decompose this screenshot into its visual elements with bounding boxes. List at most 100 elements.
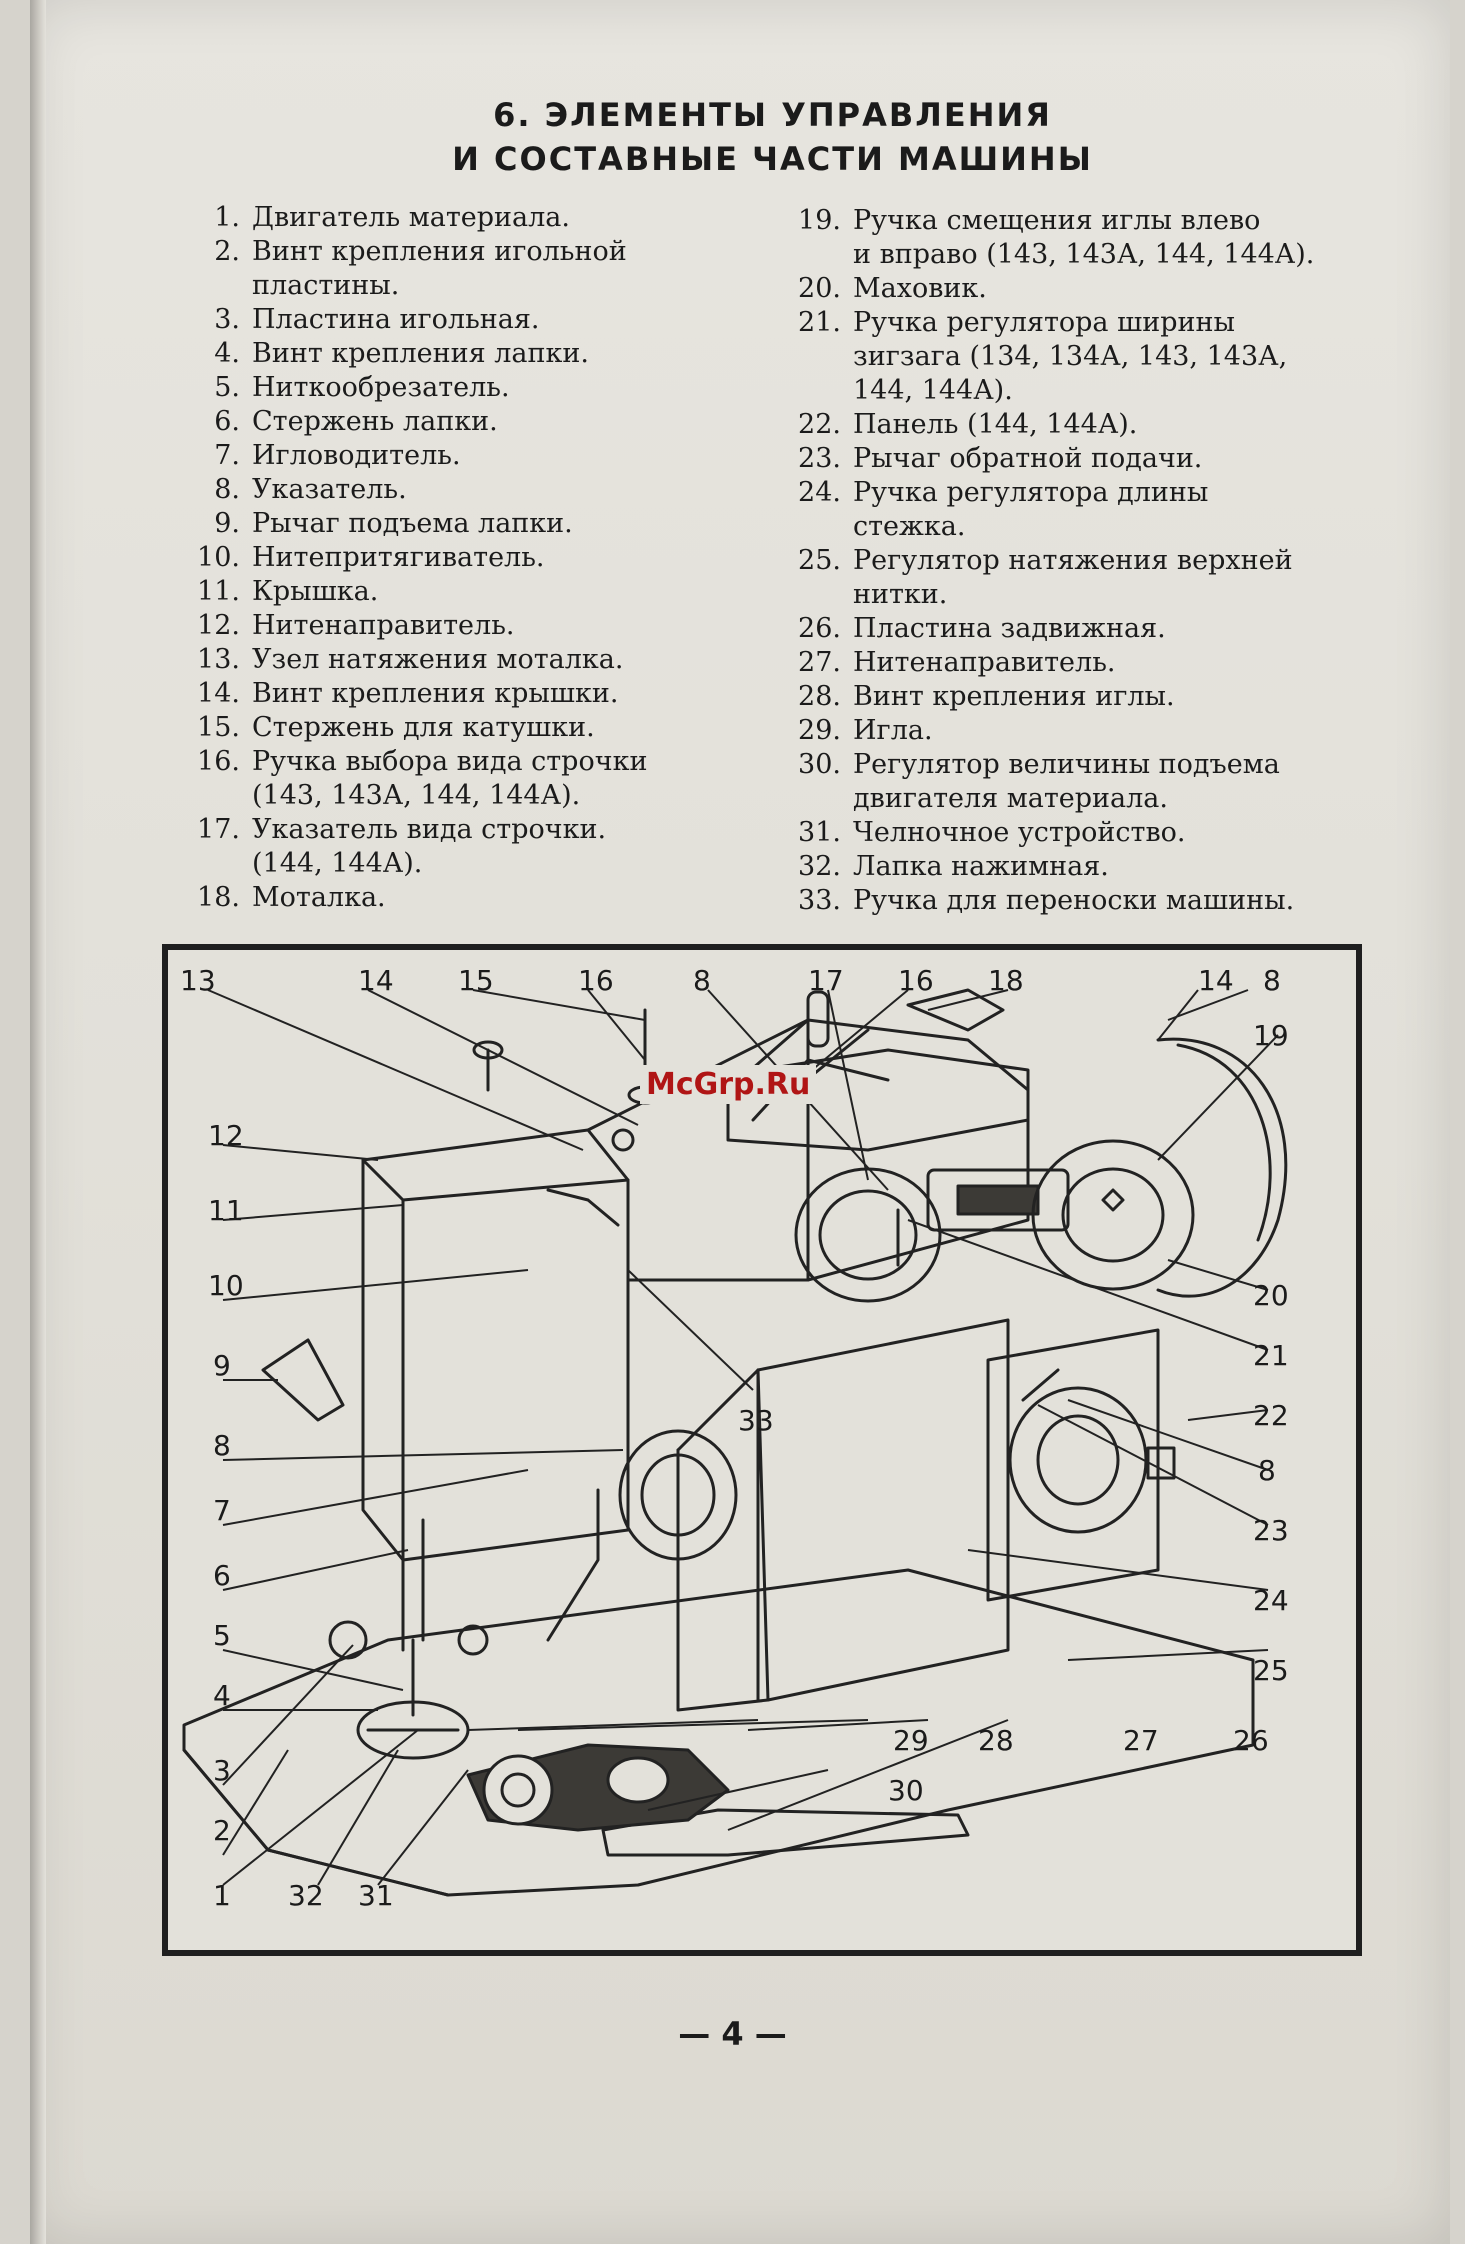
item-text: Ручка для переноски машины.: [853, 885, 1295, 916]
item-number: 17.: [197, 814, 240, 845]
callout-5: 5: [213, 1619, 231, 1652]
presser-foot-lever: [261, 1338, 345, 1422]
callout-25: 25: [1253, 1654, 1289, 1687]
callout-4: 4: [213, 1679, 231, 1712]
callout-17: 17: [808, 964, 844, 997]
callout-16: 16: [578, 964, 614, 997]
item-number: 2.: [214, 236, 240, 267]
item-number: 11.: [197, 576, 240, 607]
item-text: Двигатель материала.: [252, 202, 570, 233]
list-item: 16.Ручка выбора вида строчки (143, 143А,…: [196, 745, 816, 813]
item-text: Нитепритягиватель.: [252, 542, 545, 573]
item-number: 28.: [798, 681, 841, 712]
page-fold: [30, 0, 46, 2244]
zigzag-width-knob: [1031, 1139, 1195, 1291]
machine-drawing: 13 14 15 16 8 17 16 18 14 8 19 12 11 10 …: [180, 964, 1289, 1912]
item-number: 9.: [214, 508, 240, 539]
item-number: 20.: [798, 273, 841, 304]
item-number: 15.: [197, 712, 240, 743]
callout-14: 14: [358, 964, 394, 997]
item-text: Узел натяжения моталка.: [252, 644, 624, 675]
list-item: 3.Пластина игольная.: [196, 303, 816, 337]
item-number: 32.: [798, 851, 841, 882]
handwheel: [1156, 1037, 1288, 1298]
item-number: 26.: [798, 613, 841, 644]
list-item: 2. Винт крепления игольной пластины.: [196, 235, 816, 303]
section-title-line-1: 6. ЭЛЕМЕНТЫ УПРАВЛЕНИЯ: [493, 96, 1052, 134]
item-text: Ручка смещения иглы влево и вправо (143,…: [853, 205, 1315, 270]
item-text: Пластина игольная.: [252, 304, 540, 335]
item-text: Винт крепления лапки.: [252, 338, 589, 369]
item-text: Указатель.: [252, 474, 407, 505]
callout-9: 9: [213, 1349, 231, 1382]
item-text: Челночное устройство.: [853, 817, 1186, 848]
list-item: 23. Рычаг обратной подачи.: [797, 442, 1417, 476]
stitch-selector-knob: [794, 1167, 942, 1303]
callout-19: 19: [1253, 1019, 1289, 1052]
list-item: 5. Ниткообрезатель.: [196, 371, 816, 405]
list-item: 24.Ручка регулятора длины стежка.: [797, 476, 1417, 544]
list-item: 22. Панель (144, 144А).: [797, 408, 1417, 442]
callout-16b: 16: [898, 964, 934, 997]
list-item: 27. Нитенаправитель.: [797, 646, 1417, 680]
callout-labels: 13 14 15 16 8 17 16 18 14 8 19 12 11 10 …: [180, 964, 1289, 1912]
list-item: 25.Регулятор натяжения верхней нитки.: [797, 544, 1417, 612]
watermark-logo: McGrp.Ru: [640, 1065, 817, 1104]
list-item: 20. Маховик.: [797, 272, 1417, 306]
page-number: — 4 —: [678, 2015, 787, 2053]
item-number: 8.: [214, 474, 240, 505]
item-text: Регулятор натяжения верхней нитки.: [853, 545, 1293, 610]
item-text: Игла.: [853, 715, 933, 746]
callout-10: 10: [208, 1269, 244, 1302]
list-item: 28. Винт крепления иглы.: [797, 680, 1417, 714]
list-item: 30.Регулятор величины подъема двигателя …: [797, 748, 1417, 816]
list-item: 19. Ручка смещения иглы влево и вправо (1…: [797, 204, 1417, 272]
list-item: 14.Винт крепления крышки.: [196, 677, 816, 711]
callout-28: 28: [978, 1724, 1014, 1757]
list-item: 29.Игла.: [797, 714, 1417, 748]
item-text: Ниткообрезатель.: [252, 372, 510, 403]
item-number: 24.: [798, 477, 841, 508]
item-number: 19.: [798, 205, 841, 236]
item-number: 4.: [214, 338, 240, 369]
item-text: Нитенаправитель.: [853, 647, 1116, 678]
list-item: 1.Двигатель материала.: [196, 201, 816, 235]
item-number: 27.: [798, 647, 841, 678]
item-number: 33.: [798, 885, 841, 916]
item-text: Моталка.: [252, 882, 386, 913]
top-panel: [726, 1048, 1030, 1152]
item-text: Стержень лапки.: [252, 406, 498, 437]
item-text: Лапка нажимная.: [853, 851, 1109, 882]
machine-base: [182, 1568, 1255, 1897]
item-number: 5.: [214, 372, 240, 403]
callout-15: 15: [458, 964, 494, 997]
callout-13: 13: [180, 964, 216, 997]
item-number: 7.: [214, 440, 240, 471]
callout-8: 8: [693, 964, 711, 997]
item-number: 23.: [798, 443, 841, 474]
stitch-length-knob: [1008, 1386, 1148, 1534]
callout-7: 7: [213, 1494, 231, 1527]
list-item: 17.Указатель вида строчки. (144, 144А).: [196, 813, 816, 881]
item-text: Нитенаправитель.: [252, 610, 515, 641]
item-text: Винт крепления иглы.: [853, 681, 1175, 712]
item-text: Рычаг подъема лапки.: [252, 508, 573, 539]
list-item: 21.Ручка регулятора ширины зигзага (134,…: [797, 306, 1417, 408]
item-text: Винт крепления игольной пластины.: [252, 236, 627, 301]
callout-22: 22: [1253, 1399, 1289, 1432]
item-number: 22.: [798, 409, 841, 440]
item-text: Регулятор величины подъема двигателя мат…: [853, 749, 1280, 814]
item-number: 6.: [214, 406, 240, 437]
callout-14b: 14: [1198, 964, 1234, 997]
item-text: Панель (144, 144А).: [853, 409, 1138, 440]
list-item: 18.Моталка.: [196, 881, 816, 915]
reverse-lever: [1021, 1368, 1060, 1402]
sliding-plate: [601, 1808, 970, 1857]
item-text: Рычаг обратной подачи.: [853, 443, 1203, 474]
callout-24: 24: [1253, 1584, 1289, 1617]
item-number: 21.: [798, 307, 841, 338]
callout-6: 6: [213, 1559, 231, 1592]
callout-8d: 8: [1258, 1454, 1276, 1487]
callout-31: 31: [358, 1879, 394, 1912]
item-text: Маховик.: [853, 273, 987, 304]
